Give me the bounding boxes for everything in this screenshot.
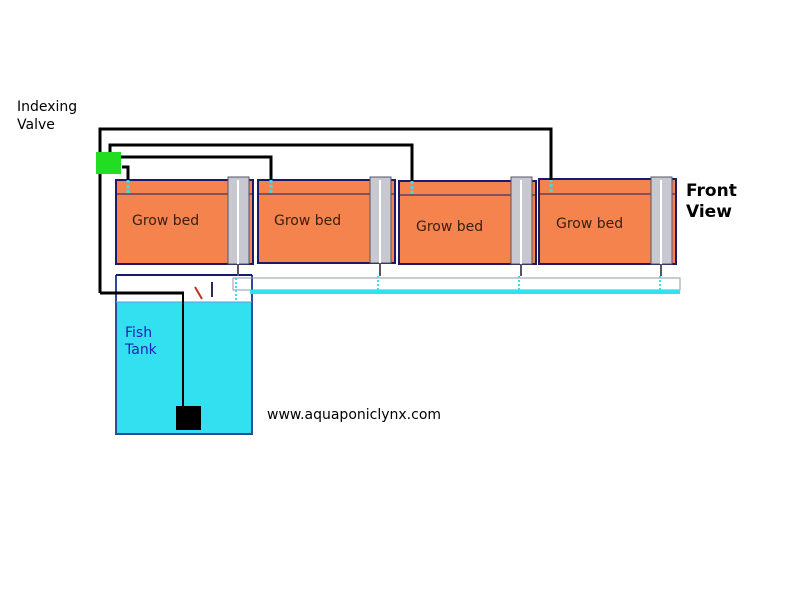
grow-bed-4 — [538, 176, 677, 276]
check-valve — [194, 286, 203, 300]
grow-bed-label-3: Grow bed — [416, 219, 484, 235]
tank-label-line1: Fish — [125, 325, 153, 341]
grow-bed-2 — [257, 176, 396, 276]
manifold-outline — [232, 277, 681, 291]
front-view-label: Front View — [686, 183, 737, 225]
indexing-valve-label: Indexing Valve — [17, 100, 77, 136]
view-label-line2: View — [686, 202, 732, 222]
indexing-valve — [96, 152, 121, 174]
grow-bed-label-4: Grow bed — [556, 216, 624, 232]
website-label: www.aquaponiclynx.com — [267, 407, 442, 423]
view-label-line1: Front — [686, 181, 737, 201]
fish-tank-label: Fish Tank — [125, 326, 157, 360]
supply-pipe-bed-3 — [108, 143, 414, 181]
valve-label-line2: Valve — [17, 117, 55, 133]
supply-pipe-bed-1 — [122, 165, 130, 180]
supply-pipe-bed-4 — [98, 127, 553, 293]
pump — [176, 406, 201, 430]
tank-wall — [115, 275, 253, 435]
grow-bed-label-2: Grow bed — [274, 213, 342, 229]
grow-bed-3 — [398, 176, 537, 276]
return-manifold — [232, 276, 681, 300]
supply-pipes — [98, 127, 553, 295]
fish-tank — [115, 274, 253, 435]
grow-bed-label-1: Grow bed — [132, 213, 200, 229]
grow-bed-1 — [115, 176, 254, 276]
supply-pipe-bed-2 — [118, 155, 273, 180]
valve-label-line1: Indexing — [17, 99, 78, 115]
tank-label-line2: Tank — [125, 342, 157, 358]
